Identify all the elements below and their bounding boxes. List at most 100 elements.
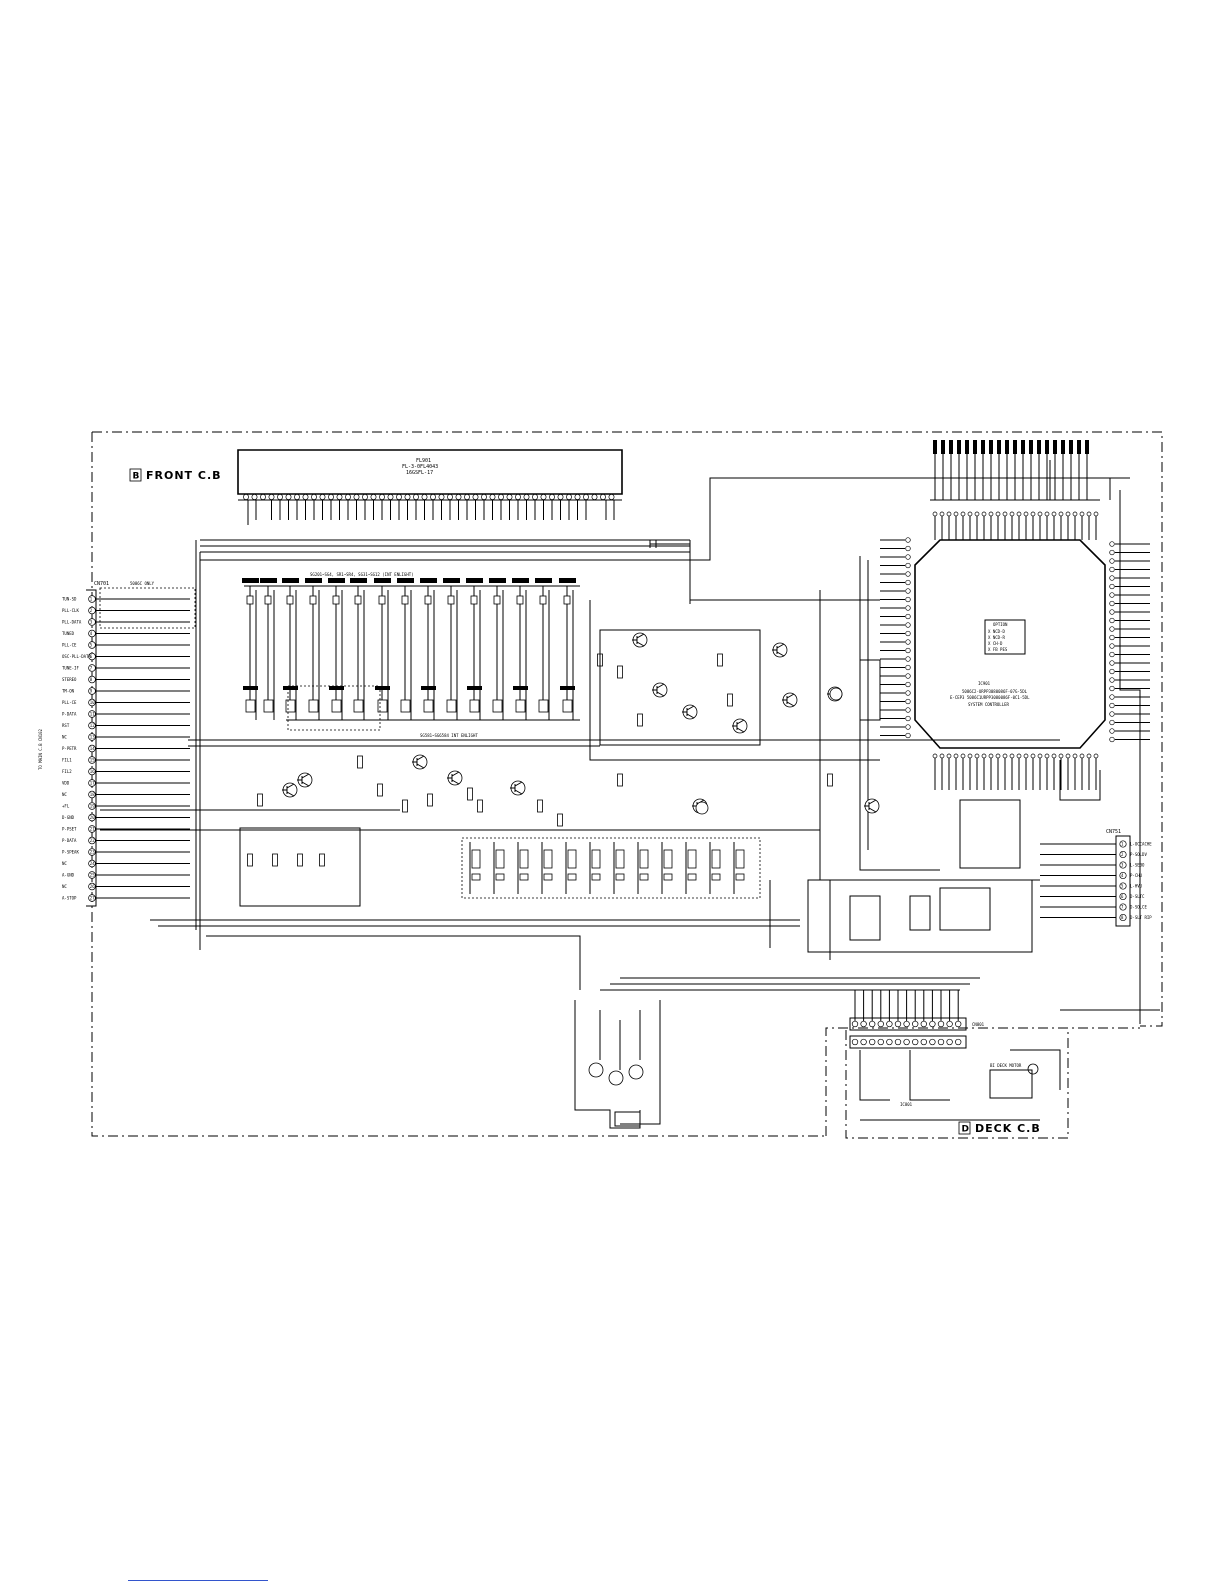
svg-text:DECK C.B: DECK C.B xyxy=(975,1122,1041,1135)
cn701-pin-label: RST xyxy=(62,723,70,728)
switch-header xyxy=(305,578,322,583)
tact-switch xyxy=(353,699,364,713)
resistor xyxy=(477,799,483,813)
deck-pin xyxy=(929,1038,936,1046)
cn751-pin-label: D-SOLCE xyxy=(1130,905,1147,910)
page-footer-rule xyxy=(128,1580,268,1581)
deck-pin xyxy=(860,1038,867,1046)
bank-resistor xyxy=(1069,440,1073,454)
transistor-symbol xyxy=(782,693,795,707)
ladder-option-box xyxy=(287,685,381,731)
svg-text:TO MAIN C.B CN102: TO MAIN C.B CN102 xyxy=(38,728,43,770)
svg-text:D: D xyxy=(962,1125,970,1135)
resistor xyxy=(727,693,733,707)
ic-pin-left xyxy=(905,647,911,654)
fl-pin xyxy=(506,494,513,500)
ladder-resistor xyxy=(354,595,362,605)
tact-switch xyxy=(308,699,319,713)
cn751-pin-label: P-CHU xyxy=(1130,873,1143,878)
ic-pin-left xyxy=(905,724,911,730)
cn701-pin-number: 2 xyxy=(90,608,93,613)
switch-header xyxy=(242,578,259,583)
cn751-pin-7 xyxy=(1119,903,1127,911)
ic-pin-bottom xyxy=(1044,753,1050,759)
ic-pin-right xyxy=(1109,600,1115,607)
ladder-rail xyxy=(473,586,481,720)
ladder-resistor xyxy=(493,595,501,605)
cn751-pin-6 xyxy=(1119,892,1127,901)
deck-pin xyxy=(869,1020,876,1028)
ic-pin-left xyxy=(905,622,911,628)
power-subblock xyxy=(239,827,361,907)
cn701-pin-25 xyxy=(88,871,96,879)
deck-pin xyxy=(937,1020,945,1028)
cn701-pin-27 xyxy=(88,894,96,902)
lower-switch xyxy=(615,849,625,869)
cn701-pin-7 xyxy=(88,664,96,672)
ic-pin-right xyxy=(1109,549,1115,556)
cn701-pin-17 xyxy=(88,779,96,787)
cn701-pin-number: 25 xyxy=(90,873,95,878)
lower-diode xyxy=(519,873,529,881)
lower-switch xyxy=(519,849,529,869)
tact-switch xyxy=(538,699,549,713)
resistor xyxy=(637,713,643,727)
ic-pin-top xyxy=(960,511,966,517)
reset-subblock xyxy=(599,629,761,746)
ladder-rail xyxy=(496,586,504,720)
deck-pin xyxy=(912,1020,919,1028)
test-point xyxy=(829,687,843,701)
regulator-subblock xyxy=(959,799,1021,869)
deck-pin xyxy=(860,1020,867,1028)
svg-text:FL901: FL901 xyxy=(416,458,431,464)
svg-text:CN751: CN751 xyxy=(1106,829,1121,835)
ic-pin-right xyxy=(1109,660,1115,666)
cn701-pin-24 xyxy=(88,859,96,868)
fl-pin xyxy=(328,494,334,500)
cn701-pin-1 xyxy=(88,595,96,603)
cn701-pin-3 xyxy=(88,618,96,626)
ic-pin-top xyxy=(974,511,980,517)
ladder-rail xyxy=(335,586,343,720)
deck-pin xyxy=(946,1038,953,1046)
transistor-symbol xyxy=(864,799,877,813)
ic-pin-top xyxy=(1072,511,1078,517)
cn701-pin-number: 9 xyxy=(90,689,93,694)
ic-pin-bottom xyxy=(981,753,987,759)
fl-pin xyxy=(600,494,606,500)
resistor xyxy=(427,793,433,807)
ic-pin-right xyxy=(1109,592,1115,598)
transistor-symbol xyxy=(510,781,523,795)
ic-pin-bottom xyxy=(1058,753,1064,759)
cn701-pin-number: 23 xyxy=(90,850,95,855)
ic-pin-right xyxy=(1109,558,1115,564)
svg-text:X NCD-D: X NCD-D xyxy=(988,629,1005,634)
transistor-symbol xyxy=(732,719,745,733)
fl-pin xyxy=(540,494,547,500)
tact-switch xyxy=(263,699,274,713)
deck-pin xyxy=(903,1020,910,1028)
motor-symbol xyxy=(1027,1063,1039,1075)
ic-pin-right xyxy=(1109,643,1115,649)
ladder-resistor xyxy=(470,595,478,605)
deck-pin xyxy=(912,1038,919,1046)
transistor-symbol xyxy=(412,755,425,769)
ic-pin-bottom xyxy=(939,753,945,759)
bank-resistor xyxy=(1053,440,1057,454)
ic-pin-right xyxy=(1109,711,1115,717)
cn751-pin-number: 1 xyxy=(1121,842,1124,847)
cn701-pin-label: D-GND xyxy=(62,815,75,820)
svg-text:SYSTEM CONTROLLER: SYSTEM CONTROLLER xyxy=(968,702,1010,707)
fl-display-pins xyxy=(243,494,615,520)
ic-pin-bottom xyxy=(1037,753,1043,759)
resistor xyxy=(377,783,383,797)
cn701-pin-number: 6 xyxy=(90,654,93,659)
fl-pin xyxy=(455,494,462,500)
top-bus-note: SG201~SG4, SR1~SR4, SG31~SG12 (INT ENLIG… xyxy=(310,572,414,577)
cn701-pin-16 xyxy=(88,767,96,776)
ic-pin-left xyxy=(905,707,911,713)
deck-pin xyxy=(955,1038,962,1046)
ic-pin-bottom xyxy=(1016,753,1022,759)
tact-switch xyxy=(377,699,388,713)
